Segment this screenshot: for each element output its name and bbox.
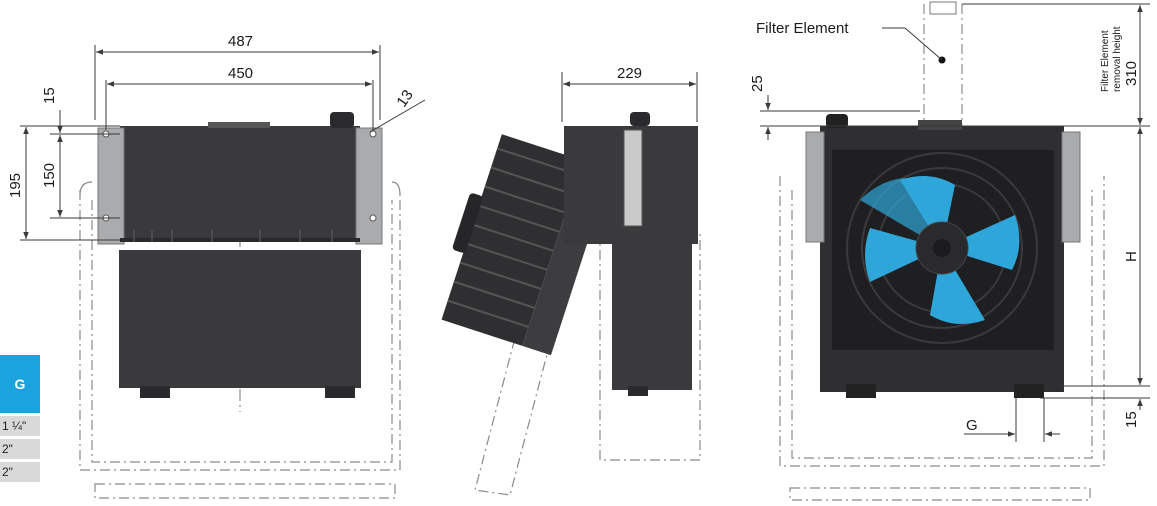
table-cell: 2": [0, 439, 40, 459]
bracket-left: [97, 127, 125, 245]
label-removal-height-1: Filter Element: [1100, 30, 1111, 92]
dim-bottom-offset: 15: [1123, 411, 1140, 428]
top-plate: [208, 122, 270, 128]
label-height-h: H: [1123, 251, 1140, 262]
dim-bracket-height: 195: [7, 173, 24, 198]
side-cap: [630, 112, 650, 126]
port-size-table: G 1 ¼" 2" 2": [0, 355, 40, 482]
dim-removal-height: 310: [1123, 61, 1140, 86]
label-filter-element: Filter Element: [756, 20, 849, 37]
filter-element-column: [923, 1, 963, 125]
label-removal-height-2: removal height: [1112, 26, 1123, 92]
tank-body: [119, 250, 361, 388]
rear-feet-left: [846, 384, 876, 398]
dim-bolt-width: 450: [228, 65, 253, 82]
rear-cap: [826, 114, 848, 128]
table-cell: 2": [0, 462, 40, 482]
label-port-g: G: [966, 417, 978, 434]
fittings-row: [120, 230, 360, 242]
front-view: 487 450 15 150 195 13: [7, 33, 426, 499]
bracket-right: [355, 127, 383, 245]
rear-view: Filter Element 25 Filter Element removal…: [749, 1, 1150, 501]
dim-top-clearance: 25: [749, 75, 766, 92]
dim-bolt-spacing: 150: [41, 163, 58, 188]
dim-top-offset: 15: [41, 87, 58, 104]
dim-overall-width: 487: [228, 33, 253, 50]
table-cell: 1 ¼": [0, 416, 40, 436]
table-header: G: [0, 355, 40, 413]
sight-glass: [623, 129, 643, 227]
rear-bracket-right: [1061, 131, 1081, 243]
cooler-body: [120, 126, 360, 240]
side-view: 229: [441, 65, 701, 496]
dim-hole-dia: 13: [393, 87, 416, 110]
dim-depth: 229: [617, 65, 642, 82]
side-tank: [612, 240, 692, 390]
tank-feet-left: [140, 386, 170, 398]
fan: [832, 150, 1054, 350]
base-frame: [79, 181, 401, 499]
rear-feet-right: [1014, 384, 1044, 398]
rear-top-ring: [918, 120, 962, 130]
tank-feet-right: [325, 386, 355, 398]
side-foot: [628, 386, 648, 396]
filler-cap: [330, 112, 354, 128]
rear-bracket-left: [805, 131, 825, 243]
